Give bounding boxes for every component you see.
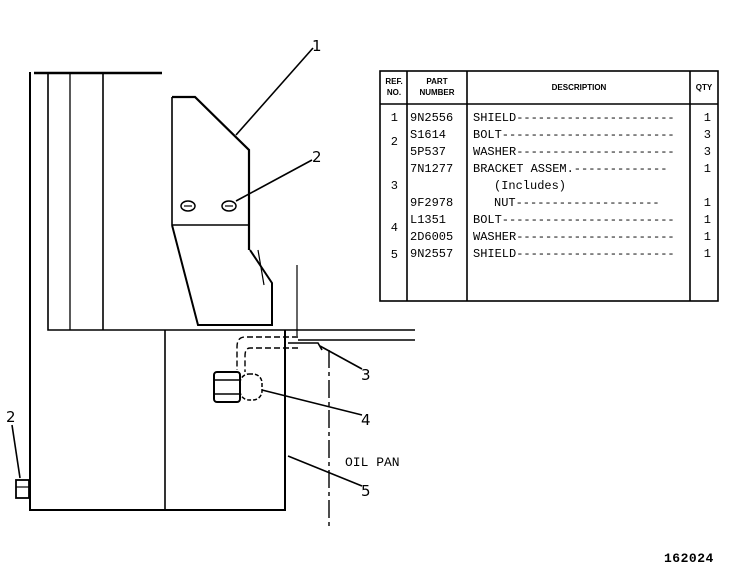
shield-bolt-right — [221, 200, 237, 212]
part-quantity: 1 — [704, 247, 711, 261]
part-description: (Includes) — [494, 179, 566, 193]
shield-bolt-left — [180, 200, 196, 212]
table-row: L1351 BOLT------------------------ 1 — [410, 213, 711, 227]
part-description: SHIELD---------------------- — [473, 247, 675, 261]
part-quantity: 3 — [704, 128, 711, 142]
table-row: 9N2556 SHIELD---------------------- 1 — [410, 111, 711, 125]
part-quantity: 1 — [704, 111, 711, 125]
part-description: NUT-------------------- — [494, 196, 660, 210]
part-quantity: 1 — [704, 230, 711, 244]
engine-upper-section — [47, 73, 298, 331]
header-ref-line2: NO. — [387, 88, 401, 97]
part-description: WASHER---------------------- — [473, 145, 675, 159]
header-qty: QTY — [696, 83, 713, 92]
ref-number: 2 — [391, 135, 398, 149]
shield-upper — [172, 95, 251, 250]
bracket-assembly — [236, 336, 298, 372]
header-part-line2: NUMBER — [419, 88, 454, 97]
shield-lower — [171, 224, 273, 326]
part-quantity: 1 — [704, 213, 711, 227]
part-description: BOLT------------------------ — [473, 128, 675, 142]
table-row: 9F2978 NUT-------------------- 1 — [410, 196, 711, 210]
part-description: SHIELD---------------------- — [473, 111, 675, 125]
part-number: S1614 — [410, 128, 446, 142]
table-row: 2D6005 WASHER---------------------- 1 — [410, 230, 711, 244]
shield-lower-inner — [257, 249, 265, 286]
ref-number: 5 — [391, 248, 398, 262]
table-row: 5P537 WASHER---------------------- 3 — [410, 145, 711, 159]
leader-2-top — [235, 159, 313, 202]
bracket-washer — [239, 373, 263, 401]
part-description: BRACKET ASSEM.------------- — [473, 162, 667, 176]
header-description: DESCRIPTION — [552, 83, 607, 92]
part-number: 9N2557 — [410, 247, 453, 261]
callout-4: 4 — [361, 411, 371, 429]
lower-left-bolt — [15, 479, 30, 499]
part-quantity: 1 — [704, 162, 711, 176]
bracket-bolt — [213, 371, 241, 403]
header-ref-line1: REF. — [385, 77, 402, 86]
part-number: L1351 — [410, 213, 446, 227]
callout-2-top: 2 — [312, 148, 322, 166]
leader-2-left — [11, 424, 21, 479]
table-row: 7N1277 BRACKET ASSEM.------------- 1 — [410, 162, 711, 176]
oil-pan-flange — [298, 329, 415, 341]
part-number: 2D6005 — [410, 230, 453, 244]
part-quantity: 1 — [704, 196, 711, 210]
part-number: 7N1277 — [410, 162, 453, 176]
callout-1: 1 — [312, 37, 322, 55]
drawing-number: 162024 — [664, 551, 714, 566]
ref-number: 1 — [391, 111, 398, 125]
callout-3: 3 — [361, 366, 371, 384]
part-description: WASHER---------------------- — [473, 230, 675, 244]
part-quantity: 3 — [704, 145, 711, 159]
part-number: 5P537 — [410, 145, 446, 159]
leader-3 — [319, 345, 363, 370]
table-row: 9N2557 SHIELD---------------------- 1 — [410, 247, 711, 261]
table-row: S1614 BOLT------------------------ 3 — [410, 128, 711, 142]
part-number: 9N2556 — [410, 111, 453, 125]
table-row: (Includes) — [494, 179, 566, 193]
leader-5 — [287, 455, 363, 487]
ref-number: 3 — [391, 179, 398, 193]
callout-5: 5 — [361, 482, 371, 500]
engine-block-outline — [29, 72, 286, 511]
part-description: BOLT------------------------ — [473, 213, 675, 227]
leader-4 — [261, 389, 363, 416]
callout-2-left: 2 — [6, 408, 16, 426]
ref-number: 4 — [391, 221, 398, 235]
header-part-line1: PART — [426, 77, 447, 86]
parts-table-frame — [379, 70, 719, 302]
part-number: 9F2978 — [410, 196, 453, 210]
oil-pan-label: OIL PAN — [345, 455, 400, 470]
bracket-tab — [288, 342, 323, 351]
leader-1 — [235, 47, 314, 136]
